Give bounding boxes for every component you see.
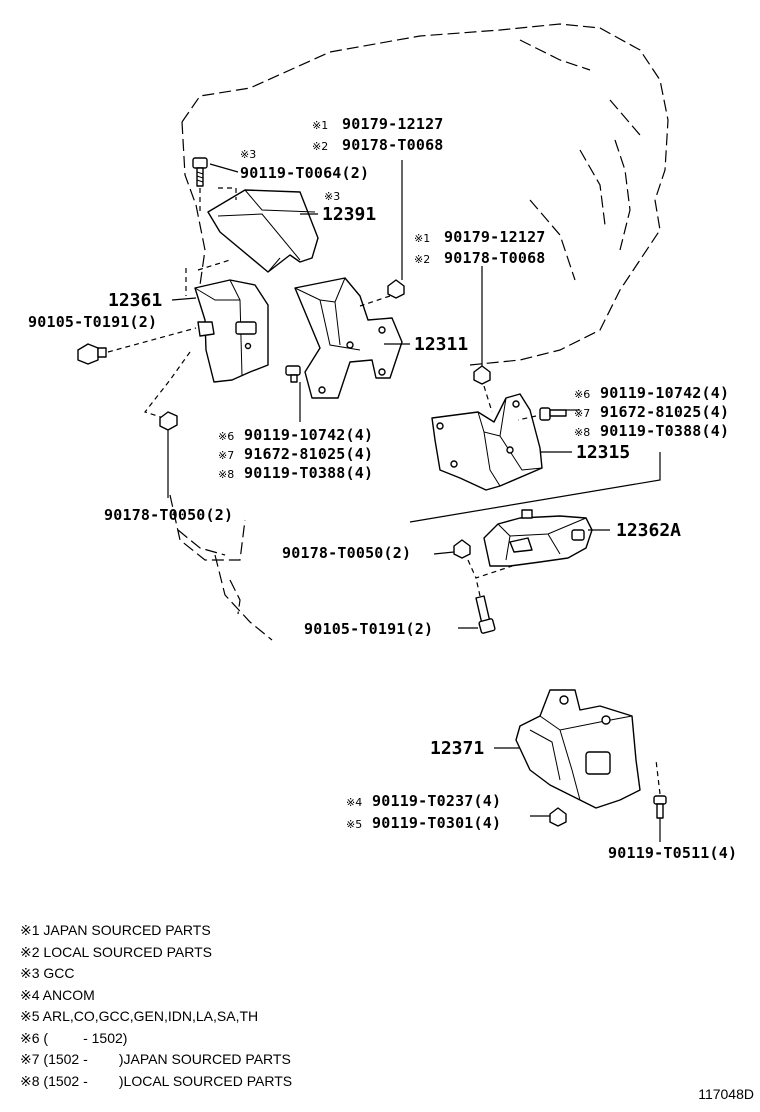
part-number: 90119-10742(4) [244,426,373,444]
part-number: 12371 [430,738,484,759]
nut-lower-left-icon [159,411,178,431]
nut-left-icon [77,343,107,365]
part-number: 90119-T0301(4) [372,814,501,832]
bolt-top-icon [192,157,208,187]
ref-mark: ※3 [240,148,256,161]
part-number: 12311 [414,334,468,355]
bolt-center-icon [285,365,301,383]
footnote: ※8 (1502 - )LOCAL SOURCED PARTS [20,1072,293,1089]
part-number: 90119-T0511(4) [608,844,737,862]
ref-mark: ※4 [346,796,362,809]
footnote: ※5 ARL,CO,GCC,GEN,IDN,LA,SA,TH [20,1008,259,1024]
nut-upper-icon [387,279,405,299]
ref-mark: ※7 [574,407,590,420]
ref-mark: ※6 [574,388,590,401]
footnote: ※3 GCC [20,965,75,981]
part-number: 90179-12127 [342,115,444,133]
part-number: 90179-12127 [444,228,546,246]
bolt-right-icon [539,407,567,421]
bolt-lower-icon [475,595,496,634]
ref-mark: ※8 [574,426,590,439]
leader-lines [171,160,610,817]
ref-mark: ※1 [414,232,430,245]
rear-mount-bolt-icon [653,795,667,819]
figure-id: 117048D [698,1086,754,1102]
ref-mark: ※8 [218,468,234,481]
engine-mount-bracket [294,277,403,399]
footnotes: ※1 JAPAN SOURCED PARTS ※2 LOCAL SOURCED … [20,920,440,1092]
ref-mark: ※6 [218,430,234,443]
ref-mark: ※5 [346,818,362,831]
nut-right-upper-icon [473,365,491,385]
part-number: 12362A [616,520,681,541]
part-number: 90178-T0068 [342,136,444,154]
ref-mark: ※3 [324,190,340,203]
engine-mount-bracket-right [431,393,543,491]
part-labels: ※1 90179-12127 ※2 90178-T0068 ※3 90119-T… [28,115,737,862]
footnote: ※6 ( - 1502) [20,1029,128,1046]
part-number: 90178-T0050(2) [282,544,411,562]
part-number: 90119-T0237(4) [372,792,501,810]
engine-mount-insulator-right [483,509,593,567]
part-number: 90105-T0191(2) [28,313,157,331]
ref-mark: ※2 [312,140,328,153]
footnote: ※7 (1502 - )JAPAN SOURCED PARTS [20,1051,291,1067]
engine-outline [169,23,669,641]
rear-mount-nut-icon [549,807,567,827]
engine-mount-insulator-left [194,279,269,383]
nut-right-icon [453,539,471,559]
rear-engine-mount [515,689,641,809]
heat-insulator-cover [207,189,319,273]
part-number: 91672-81025(4) [244,445,373,463]
part-number: 91672-81025(4) [600,403,729,421]
part-number: 12315 [576,442,630,463]
part-number: 90105-T0191(2) [304,620,433,638]
ref-mark: ※7 [218,449,234,462]
part-number: 90119-T0388(4) [244,464,373,482]
part-number: 12361 [108,290,162,311]
part-number: 90178-T0068 [444,249,546,267]
ref-mark: ※1 [312,119,328,132]
footnote: ※4 ANCOM [20,986,95,1003]
part-number: 90119-T0388(4) [600,422,729,440]
footnote: ※1 JAPAN SOURCED PARTS [20,922,211,938]
ref-mark: ※2 [414,253,430,266]
part-number: 12391 [322,204,376,225]
part-number: 90178-T0050(2) [104,506,233,524]
footnote: ※2 LOCAL SOURCED PARTS [20,943,212,960]
part-number: 90119-10742(4) [600,384,729,402]
part-number: 90119-T0064(2) [240,164,369,182]
